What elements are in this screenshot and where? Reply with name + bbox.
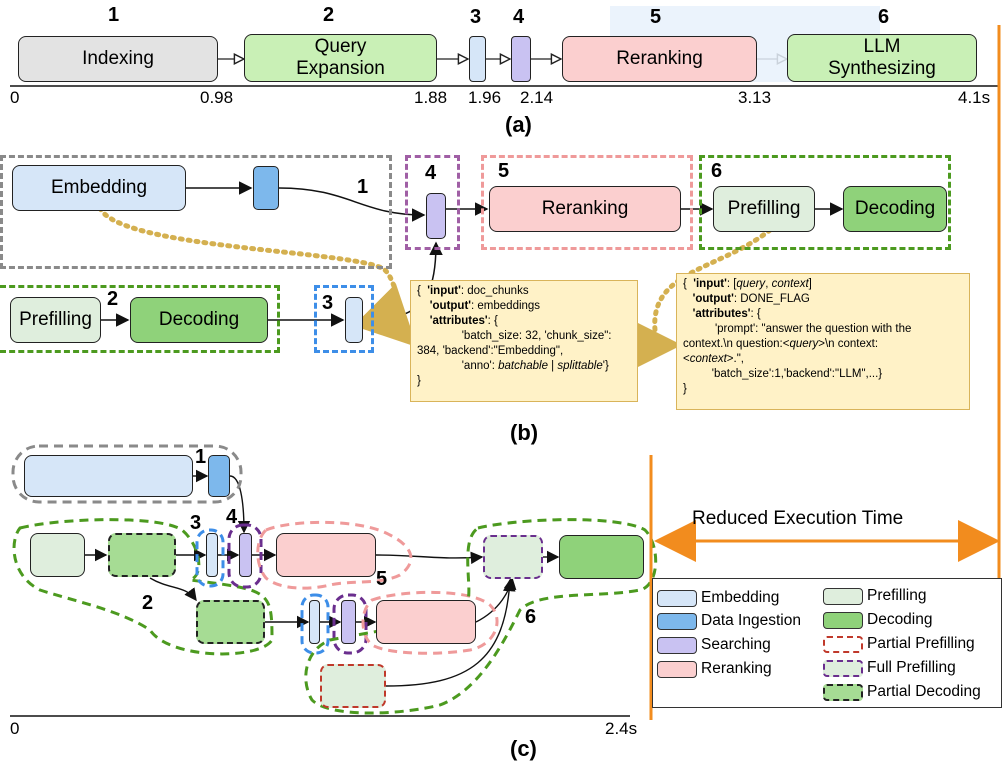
legend-partial-prefilling: Partial Prefilling	[823, 635, 975, 653]
stage-num-2: 2	[323, 4, 335, 26]
legend-data-ingestion: Data Ingestion	[657, 612, 801, 630]
c-num-1: 1	[195, 446, 207, 468]
llm-synthesizing-stage: LLM Synthesizing	[787, 34, 977, 82]
legend: Embedding Data Ingestion Searching Reran…	[652, 578, 1002, 708]
legend-searching: Searching	[657, 636, 771, 654]
searching-box-c1	[239, 533, 252, 577]
legend-partial-decoding: Partial Decoding	[823, 683, 981, 701]
llm-spec-note: { 'input': [query, context] 'output': DO…	[676, 273, 970, 410]
b-num-1: 1	[357, 176, 369, 198]
green-group-b-bottom	[0, 285, 280, 353]
embedding-small-box-b	[345, 297, 363, 343]
blue-group-b	[314, 285, 374, 353]
legend-embedding: Embedding	[657, 589, 779, 607]
embedding-small-c1	[206, 533, 218, 577]
prefilling-box-bottom: Prefilling	[10, 297, 101, 343]
c-num-4: 4	[226, 506, 238, 528]
reduced-execution-time-label: Reduced Execution Time	[692, 508, 904, 529]
caption-c: (c)	[510, 736, 537, 761]
stage-num-3: 3	[470, 6, 482, 28]
data-ingestion-box	[253, 166, 279, 210]
prefilling-box-c	[30, 533, 85, 577]
embedding-stage	[469, 36, 486, 82]
embedding-box: Embedding	[12, 165, 186, 211]
caption-b: (b)	[510, 420, 539, 445]
pink-group-b	[481, 155, 693, 250]
query-expansion-stage: Query Expansion	[244, 34, 437, 82]
embedding-small-c2	[309, 600, 320, 644]
searching-box-b	[426, 193, 446, 239]
prefilling-box-top: Prefilling	[713, 186, 815, 232]
legend-full-prefilling: Full Prefilling	[823, 659, 956, 677]
c-num-2: 2	[142, 592, 154, 614]
purple-group-b	[405, 155, 460, 250]
decoding-box-c	[559, 535, 644, 579]
tick-c-1: 2.4s	[605, 719, 638, 738]
b-num-2: 2	[107, 288, 119, 310]
embedding-box-c	[24, 455, 193, 497]
tick-a-6: 4.1s	[958, 88, 991, 107]
decoding-box-top: Decoding	[843, 186, 947, 232]
stage-num-6: 6	[878, 6, 890, 28]
tick-c-0: 0	[10, 719, 20, 738]
tick-a-3: 1.96	[468, 88, 502, 107]
b-num-5: 5	[498, 160, 510, 182]
searching-box-c2	[341, 600, 356, 644]
indexing-stage: Indexing	[18, 36, 218, 82]
searching-stage	[511, 36, 531, 82]
c-num-5: 5	[376, 568, 388, 590]
reranking-box-c2	[376, 600, 476, 644]
caption-a: (a)	[505, 112, 532, 137]
tick-a-0: 0	[10, 88, 20, 107]
decoding-box-bottom: Decoding	[130, 297, 268, 343]
b-num-3: 3	[322, 292, 334, 314]
stage-num-4: 4	[513, 6, 525, 28]
green-group-b-top	[699, 155, 951, 250]
full-prefilling-box-c	[483, 535, 543, 579]
partial-decoding-box-c1	[108, 533, 176, 577]
legend-reranking: Reranking	[657, 660, 772, 678]
c-num-6: 6	[525, 606, 537, 628]
reranking-stage: Reranking	[562, 36, 757, 82]
gray-group-b	[0, 155, 392, 269]
reranking-box-b: Reranking	[489, 186, 681, 232]
tick-a-4: 2.14	[520, 88, 554, 107]
data-ingestion-box-c	[208, 455, 230, 497]
tick-a-1: 0.98	[200, 88, 234, 107]
tick-a-5: 3.13	[738, 88, 772, 107]
legend-prefilling: Prefilling	[823, 587, 926, 605]
reranking-box-c1	[276, 533, 376, 577]
stage-num-5: 5	[650, 6, 662, 28]
b-num-6: 6	[711, 160, 723, 182]
c-num-3: 3	[190, 512, 202, 534]
tick-a-2: 1.88	[414, 88, 448, 107]
partial-decoding-box-c2	[196, 600, 265, 644]
stage-num-1: 1	[108, 4, 120, 26]
partial-prefilling-box-c	[320, 664, 386, 708]
legend-decoding: Decoding	[823, 611, 933, 629]
embedding-spec-note: { 'input': doc_chunks 'output': embeddin…	[410, 280, 638, 402]
b-num-4: 4	[425, 162, 437, 184]
